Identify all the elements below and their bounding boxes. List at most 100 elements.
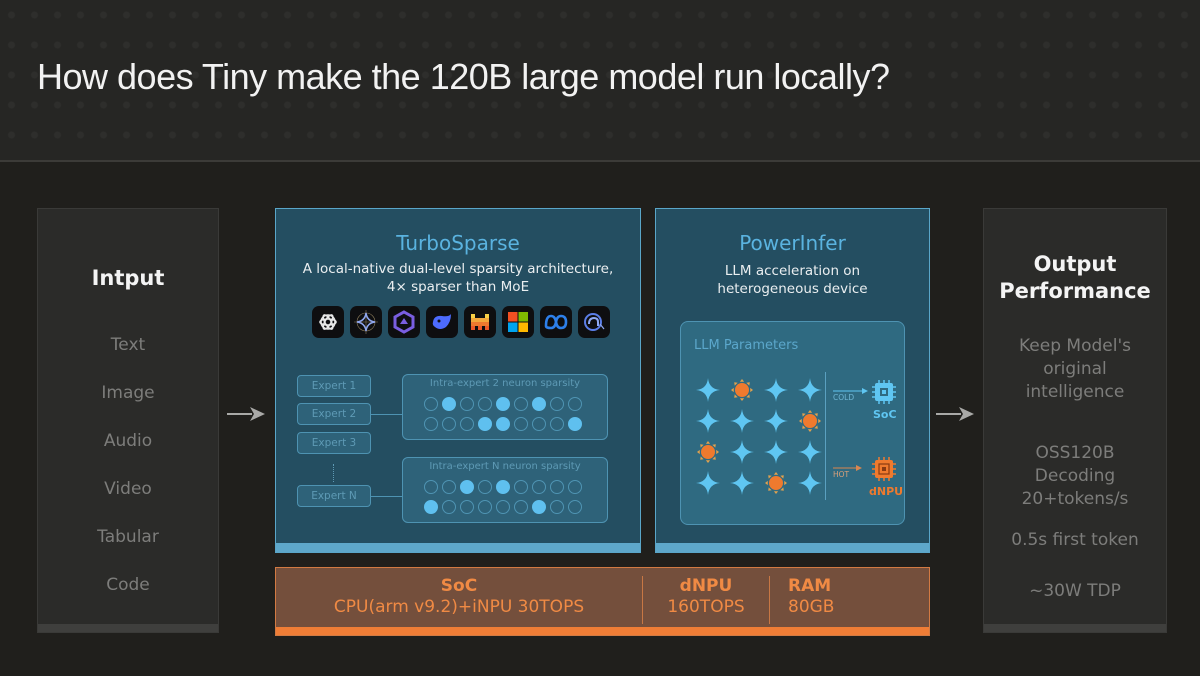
sparsity-title: Intra-expert N neuron sparsity <box>429 461 581 472</box>
output-item-line: 0.5s first token <box>1011 530 1139 550</box>
hw-ram: RAM 80GB <box>776 576 856 618</box>
model-logos <box>312 306 610 338</box>
output-panel-title-2: Performance <box>999 279 1151 303</box>
powerinfer-title: PowerInfer <box>739 231 846 255</box>
output-item-line: original <box>1043 359 1107 379</box>
neuron-inactive <box>568 500 582 514</box>
parameter-grid <box>691 374 827 498</box>
slide-header: How does Tiny make the 120B large model … <box>0 0 1200 162</box>
cold-parameter-icon <box>793 467 827 498</box>
neuron-inactive <box>514 500 528 514</box>
input-item-tabular: Tabular <box>97 527 159 547</box>
cold-parameter-icon <box>793 436 827 467</box>
cold-label: COLD <box>833 393 855 402</box>
input-panel-title: Intput <box>91 266 165 290</box>
neuron-row <box>424 397 582 411</box>
dnpu-label: dNPU <box>869 485 904 498</box>
turbosparse-title: TurboSparse <box>396 231 520 255</box>
arrow-right-icon <box>833 465 862 471</box>
input-panel: Intput Text Image Audio Video Tabular Co… <box>37 208 219 633</box>
neuron-inactive <box>568 480 582 494</box>
hw-dnpu-title: dNPU <box>679 576 733 596</box>
arrow-right-icon <box>935 404 975 424</box>
neuron-inactive <box>532 480 546 494</box>
neuron-inactive <box>514 480 528 494</box>
powerinfer-subtitle-1: LLM acceleration on <box>724 263 861 279</box>
neuron-inactive <box>424 480 438 494</box>
input-item-code: Code <box>106 575 150 595</box>
neuron-inactive <box>568 397 582 411</box>
neuron-active <box>568 417 582 431</box>
neuron-inactive <box>532 417 546 431</box>
llm-parameters-title: LLM Parameters <box>694 338 799 353</box>
microsoft-logo-icon <box>502 306 534 338</box>
soc-chip-icon <box>872 380 896 404</box>
neuron-active <box>442 397 456 411</box>
hw-soc-title: SoC <box>440 576 478 596</box>
output-panel: Output Performance Keep Model's original i… <box>983 208 1167 633</box>
soc-label: SoC <box>873 408 897 421</box>
hot-parameter-icon <box>759 467 793 498</box>
neuron-inactive <box>514 397 528 411</box>
cold-parameter-icon <box>759 436 793 467</box>
neuron-inactive <box>460 397 474 411</box>
output-panel-title-1: Output <box>1033 252 1117 276</box>
expert-3-box: Expert 3 <box>297 432 371 454</box>
divider <box>642 576 643 624</box>
llm-parameters-box: LLM Parameters COLD SoC HOT dNPU <box>680 321 905 525</box>
panel-footer-bar <box>276 627 929 635</box>
neuron-active <box>478 417 492 431</box>
input-item-image: Image <box>101 383 155 403</box>
cold-parameter-icon <box>759 374 793 405</box>
cold-parameter-icon <box>725 405 759 436</box>
panel-footer-bar <box>38 624 218 632</box>
cold-parameter-icon <box>725 467 759 498</box>
slide-title: How does Tiny make the 120B large model … <box>37 56 890 97</box>
gemini-star-logo-icon <box>350 306 382 338</box>
ellipsis-dots <box>333 464 335 482</box>
hw-ram-title: RAM <box>788 576 832 596</box>
neuron-active <box>424 500 438 514</box>
turbosparse-subtitle-1: A local-native dual-level sparsity archi… <box>302 261 614 277</box>
turbosparse-subtitle-2: 4× sparser than MoE <box>386 279 530 295</box>
neuron-row <box>424 417 582 431</box>
cold-parameter-icon <box>691 405 725 436</box>
hot-parameter-icon <box>691 436 725 467</box>
neuron-inactive <box>550 417 564 431</box>
mistral-logo-icon <box>464 306 496 338</box>
neuron-active <box>460 480 474 494</box>
arrow-right-icon <box>226 404 266 424</box>
hw-ram-value: 80GB <box>788 597 835 617</box>
neuron-inactive <box>514 417 528 431</box>
output-item-line: Decoding <box>1034 466 1116 486</box>
connector-line <box>371 496 402 497</box>
neuron-inactive <box>442 500 456 514</box>
neuron-row <box>424 500 582 514</box>
neuron-inactive <box>460 500 474 514</box>
arrow-right-icon <box>833 388 868 394</box>
expert-n-box: Expert N <box>297 485 371 507</box>
cold-parameter-icon <box>793 374 827 405</box>
neuron-inactive <box>478 397 492 411</box>
output-item-line: intelligence <box>1025 382 1125 402</box>
sparsity-block-expert-2: Intra-expert 2 neuron sparsity <box>402 374 608 440</box>
elephant-logo-icon <box>578 306 610 338</box>
neuron-active <box>496 397 510 411</box>
turbosparse-panel: TurboSparse A local-native dual-level sp… <box>275 208 641 553</box>
panel-footer-bar <box>984 624 1166 632</box>
input-item-video: Video <box>104 479 152 499</box>
output-item-line: Keep Model's <box>1019 336 1131 356</box>
powerinfer-panel: PowerInfer LLM acceleration on heterogen… <box>655 208 930 553</box>
hw-soc: SoC CPU(arm v9.2)+iNPU 30TOPS <box>276 576 642 618</box>
hw-dnpu: dNPU 160TOPS <box>643 576 769 618</box>
neuron-inactive <box>424 417 438 431</box>
neuron-inactive <box>550 397 564 411</box>
output-item-line: OSS120B <box>1035 443 1115 463</box>
divider <box>769 576 770 624</box>
neuron-inactive <box>424 397 438 411</box>
cold-parameter-icon <box>725 436 759 467</box>
sparsity-title: Intra-expert 2 neuron sparsity <box>429 378 581 389</box>
neuron-inactive <box>550 480 564 494</box>
neuron-inactive <box>442 480 456 494</box>
neuron-inactive <box>478 500 492 514</box>
